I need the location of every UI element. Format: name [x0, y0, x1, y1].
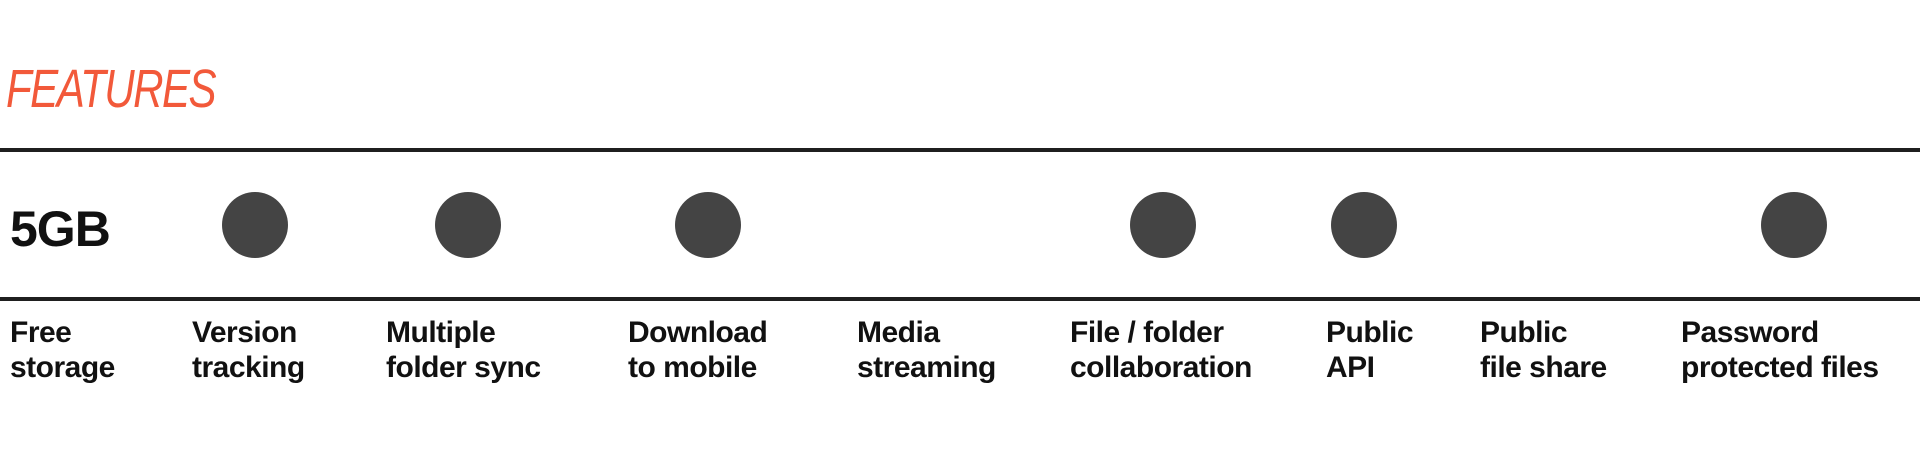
free-storage-value: 5GB — [10, 201, 111, 257]
feature-label-line2: API — [1326, 351, 1375, 384]
feature-label-line2: file share — [1480, 351, 1607, 384]
multiple-folder-sync-included-dot — [435, 192, 501, 258]
feature-label-line1: Multiple — [386, 316, 496, 349]
feature-label-line1: Download — [628, 316, 768, 349]
feature-label-line1: Free — [10, 316, 72, 349]
feature-label-public-api: Public API — [1326, 315, 1414, 385]
download-to-mobile-included-dot — [675, 192, 741, 258]
feature-label-line1: Media — [857, 316, 940, 349]
feature-label-line2: collaboration — [1070, 351, 1252, 384]
password-protected-files-included-dot — [1761, 192, 1827, 258]
feature-label-line1: Public — [1480, 316, 1568, 349]
feature-label-line2: folder sync — [386, 351, 541, 384]
feature-label-line1: File / folder — [1070, 316, 1224, 349]
public-api-included-dot — [1331, 192, 1397, 258]
feature-label-line2: to mobile — [628, 351, 757, 384]
feature-label-line2: tracking — [192, 351, 305, 384]
feature-label-version-tracking: Version tracking — [192, 315, 305, 385]
feature-label-multiple-folder-sync: Multiple folder sync — [386, 315, 541, 385]
feature-label-line2: streaming — [857, 351, 996, 384]
bottom-divider — [0, 297, 1920, 301]
top-divider — [0, 148, 1920, 152]
feature-label-line1: Password — [1681, 316, 1819, 349]
feature-label-media-streaming: Media streaming — [857, 315, 996, 385]
feature-label-file-folder-collaboration: File / folder collaboration — [1070, 315, 1252, 385]
feature-label-free-storage: Free storage — [10, 315, 115, 385]
feature-label-line2: protected files — [1681, 351, 1879, 384]
feature-label-download-to-mobile: Download to mobile — [628, 315, 768, 385]
feature-label-password-protected-files: Password protected files — [1681, 315, 1879, 385]
features-heading: FEATURES — [6, 59, 217, 119]
feature-label-line1: Version — [192, 316, 297, 349]
file-folder-collaboration-included-dot — [1130, 192, 1196, 258]
feature-label-line1: Public — [1326, 316, 1414, 349]
feature-label-line2: storage — [10, 351, 115, 384]
version-tracking-included-dot — [222, 192, 288, 258]
feature-label-public-file-share: Public file share — [1480, 315, 1607, 385]
